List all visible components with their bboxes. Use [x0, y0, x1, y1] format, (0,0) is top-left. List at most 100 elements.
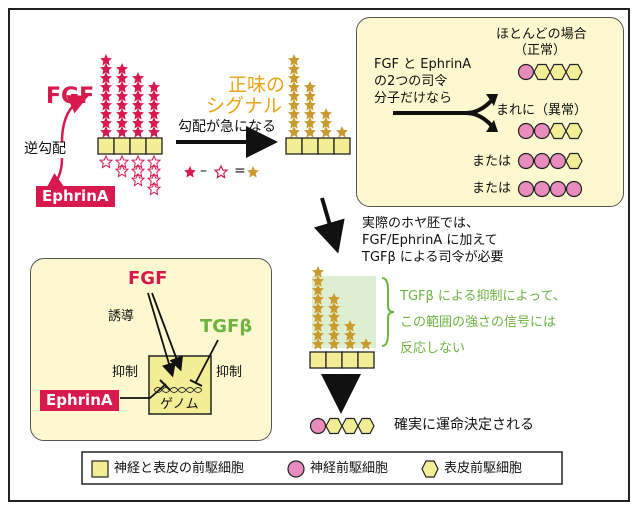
- equation-minus: –: [200, 163, 207, 179]
- equation-outline-star: [213, 164, 229, 179]
- cell-outcome-rows: [517, 63, 583, 198]
- fgf-star-columns: [100, 54, 160, 138]
- lower-star: [312, 338, 324, 350]
- fgf-star: [132, 108, 144, 120]
- net-signal-star: [288, 81, 300, 93]
- cell-hexagon: [549, 122, 567, 140]
- lower-star: [360, 338, 372, 350]
- tgf-note-3: 反応しない: [400, 341, 466, 356]
- net-signal-star: [288, 108, 300, 120]
- cell-circle: [533, 152, 551, 170]
- net-signal-star: [288, 126, 300, 138]
- lower-star-columns: [312, 266, 372, 350]
- suppression-range-band: [312, 276, 376, 348]
- cell-hexagon: [325, 417, 343, 435]
- top-box-text3: 分子だけなら: [374, 91, 453, 106]
- legend-box: [81, 451, 563, 485]
- fgf-star: [116, 72, 128, 84]
- net-signal-star-columns: [288, 54, 348, 138]
- net-signal-line1: 正味の: [228, 74, 286, 96]
- green-bracket: [381, 277, 395, 347]
- normal-label-2: （正常）: [514, 43, 567, 58]
- fgf-label: FGF: [46, 84, 95, 109]
- tgfb-suppress-bar: [189, 379, 203, 387]
- fgf-star: [148, 126, 160, 138]
- lower-star: [328, 311, 340, 323]
- lower-star: [328, 320, 340, 332]
- lower-star: [328, 329, 340, 341]
- fgf-star: [132, 117, 144, 129]
- fgf-star: [100, 81, 112, 93]
- cell-square: [325, 351, 343, 369]
- net-signal-star: [304, 108, 316, 120]
- cell-hexagon: [357, 417, 375, 435]
- cell-square: [301, 137, 319, 155]
- net-signal-star: [304, 81, 316, 93]
- net-signal-star: [320, 117, 332, 129]
- legend-hexagon-label: 表皮前駆細胞: [444, 461, 523, 476]
- ephrina-star: [130, 172, 146, 187]
- tgfb-suppress-line: [195, 339, 219, 383]
- lower-star: [312, 275, 324, 287]
- fgf-star: [100, 126, 112, 138]
- fgf-star: [116, 81, 128, 93]
- middle-text-1: 実際のホヤ胚では、: [362, 216, 480, 231]
- net-signal-star: [288, 117, 300, 129]
- equation-red-star: [184, 166, 196, 178]
- dna-helix-icon: [153, 387, 203, 393]
- net-signal-star: [288, 63, 300, 75]
- fgf-star: [132, 90, 144, 102]
- normal-label-1: ほとんどの場合: [496, 27, 587, 42]
- legend-circle-label: 神経前駆細胞: [310, 461, 389, 476]
- induce-label: 誘導: [108, 309, 135, 324]
- fgf-star: [100, 117, 112, 129]
- cell-circle: [549, 152, 567, 170]
- lower-star: [328, 338, 340, 350]
- fgf-star: [100, 90, 112, 102]
- ephrina-suppress-bar: [159, 379, 171, 391]
- figure-frame: [8, 8, 630, 502]
- genome-label: ゲノム: [160, 397, 199, 412]
- cell-square: [113, 137, 131, 155]
- tgf-note-2: この範囲の強さの信号には: [400, 315, 557, 330]
- diagonal-arrow: [313, 197, 345, 254]
- fgf-star: [100, 63, 112, 75]
- ephrina-star: [114, 163, 130, 178]
- legend-square-label: 神経と表皮の前駆細胞: [114, 461, 245, 476]
- cell-circle: [517, 63, 535, 81]
- cell-hexagon: [565, 63, 583, 81]
- net-signal-star: [304, 126, 316, 138]
- fgf-star: [100, 108, 112, 120]
- cell-circle: [517, 152, 535, 170]
- net-signal-star: [288, 54, 300, 66]
- reverse-gradient-label: 逆勾配: [24, 141, 66, 157]
- cell-square: [145, 137, 163, 155]
- ephrina-star: [146, 181, 162, 196]
- arrow-to-fgf: [60, 95, 89, 143]
- result-cell-row: [309, 417, 375, 435]
- fgf-star: [116, 108, 128, 120]
- ephrina-star-columns: [98, 154, 162, 196]
- net-signal-line2: シグナル: [206, 95, 283, 117]
- fgf-star: [148, 81, 160, 93]
- fgf-induce-arrow: [147, 292, 176, 378]
- ephrina-star: [98, 154, 114, 169]
- genome-tgfb-label: TGFβ: [200, 316, 253, 337]
- cell-circle: [517, 122, 535, 140]
- legend-square-icon: [91, 460, 109, 478]
- lower-star: [312, 293, 324, 305]
- cell-circle: [565, 180, 583, 198]
- cell-hexagon: [549, 63, 567, 81]
- rare-label: まれに（異常）: [496, 103, 588, 118]
- cell-squares-net: [285, 137, 351, 155]
- fgf-star: [148, 90, 160, 102]
- lower-star: [312, 284, 324, 296]
- cell-circle: [549, 180, 567, 198]
- legend-hexagon-icon: [421, 460, 439, 478]
- cell-hexagon: [565, 152, 583, 170]
- net-signal-star: [320, 126, 332, 138]
- fgf-star: [132, 81, 144, 93]
- fgf-star: [116, 90, 128, 102]
- cell-square: [285, 137, 303, 155]
